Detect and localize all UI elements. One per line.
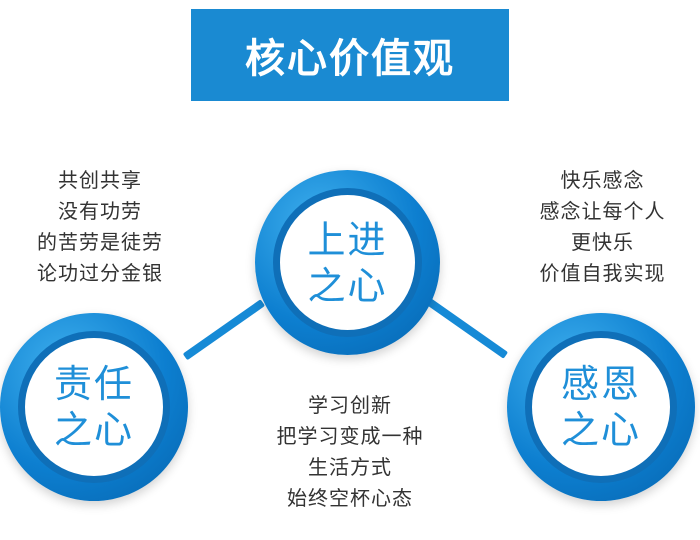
text-center-line: 学习创新 [308, 393, 392, 417]
text-center-line: 始终空杯心态 [287, 486, 413, 510]
text-left-line: 论功过分金银 [37, 261, 163, 285]
connector-right [425, 297, 509, 359]
text-left-line: 的苦劳是徒劳 [37, 230, 163, 254]
connector-left [182, 299, 266, 361]
text-block-right: 快乐感念 感念让每个人 更快乐 价值自我实现 [515, 165, 690, 289]
text-right-line: 感念让每个人 [539, 199, 666, 223]
circle-progress-line2: 之心 [307, 263, 388, 308]
diagram-title: 核心价值观 [245, 36, 455, 82]
circle-responsibility-line2: 之心 [53, 408, 134, 452]
circle-progress-heart: 上进 之心 [255, 170, 440, 355]
circle-progress-inner: 上进 之心 [273, 188, 422, 337]
circle-progress-line1: 上进 [307, 217, 388, 262]
text-right-line: 更快乐 [571, 230, 634, 254]
text-right-line: 价值自我实现 [539, 261, 666, 285]
circle-responsibility-inner: 责任 之心 [18, 331, 170, 483]
text-block-left: 共创共享 没有功劳 的苦劳是徒劳 论功过分金银 [20, 165, 180, 289]
text-block-center: 学习创新 把学习变成一种 生活方式 始终空杯心态 [250, 390, 450, 514]
circle-gratitude-line1: 感恩 [560, 362, 641, 406]
text-center-line: 生活方式 [308, 455, 392, 479]
text-left-line: 没有功劳 [58, 199, 142, 223]
circle-responsibility-line1: 责任 [53, 362, 134, 406]
text-right-line: 快乐感念 [560, 168, 645, 192]
circle-gratitude-line2: 之心 [560, 408, 641, 452]
text-left-line: 共创共享 [58, 168, 142, 192]
text-center-line: 把学习变成一种 [276, 424, 424, 448]
circle-responsibility-heart: 责任 之心 [0, 313, 188, 501]
title-banner: 核心价值观 [191, 9, 509, 101]
circle-gratitude-heart: 感恩 之心 [507, 313, 695, 501]
circle-gratitude-inner: 感恩 之心 [525, 331, 677, 483]
